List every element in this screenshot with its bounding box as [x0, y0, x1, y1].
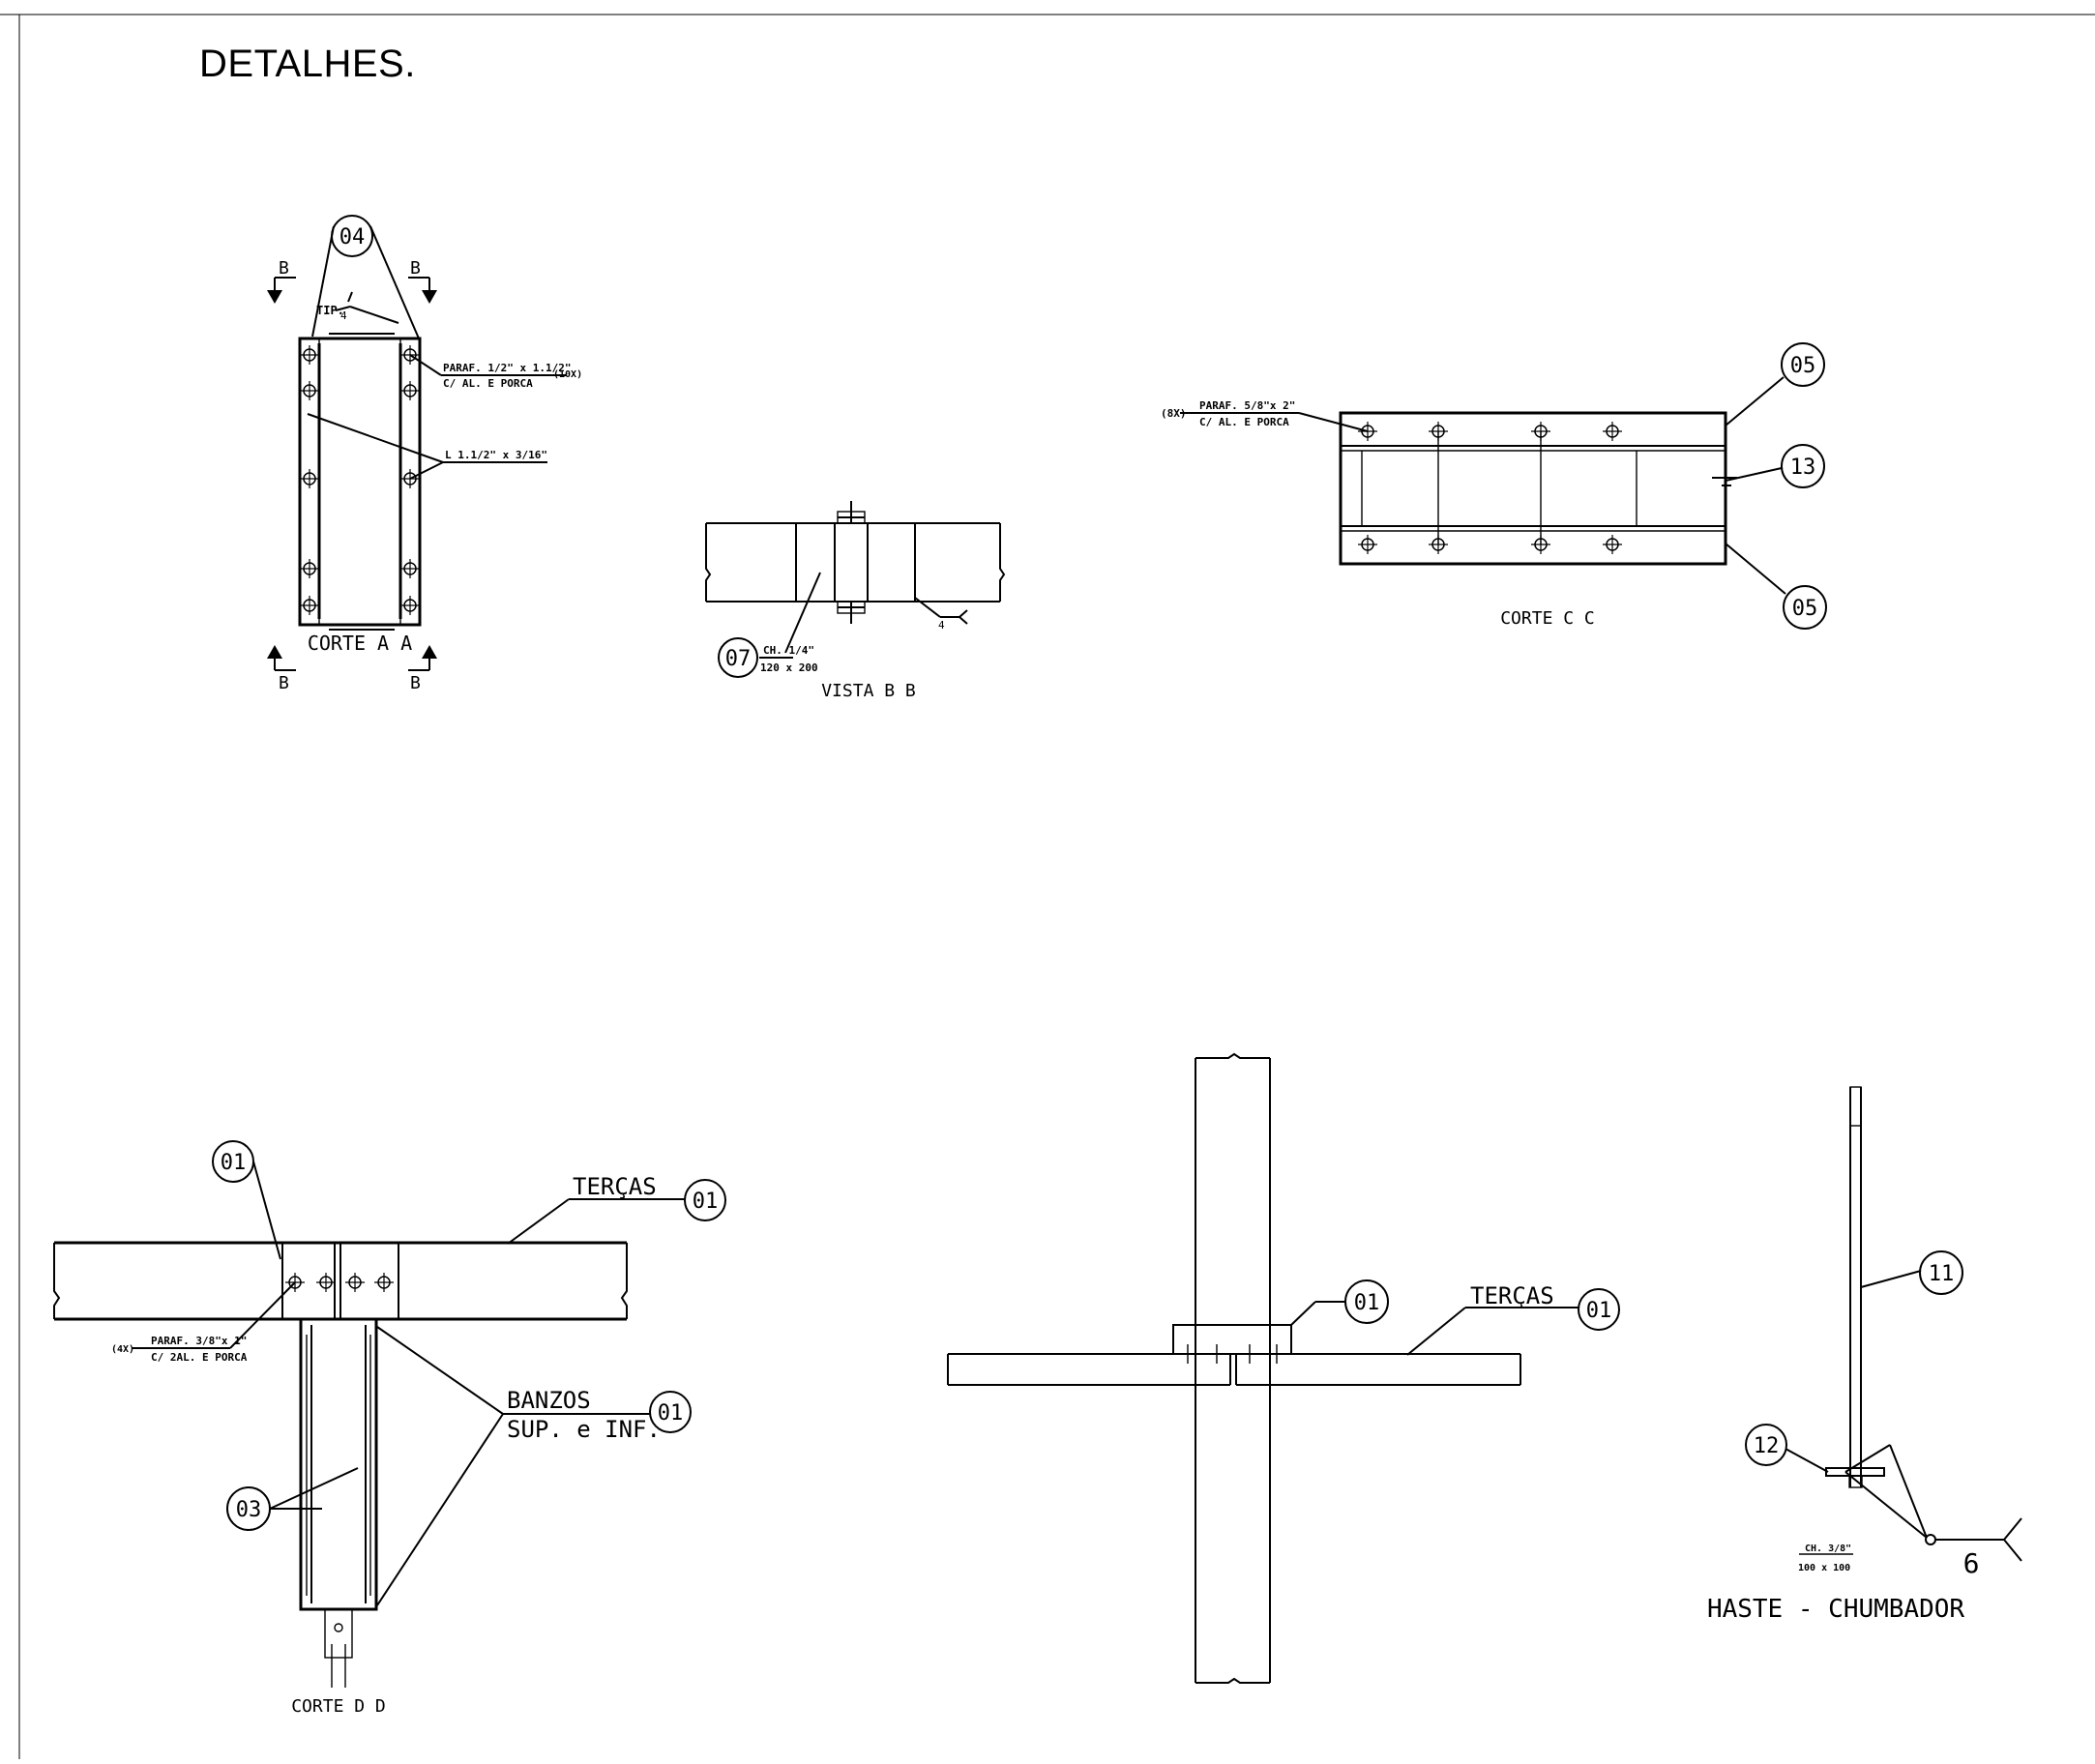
tercas-label: TERÇAS	[573, 1173, 657, 1200]
bolt-spec-line2: C/ 2AL. E PORCA	[151, 1351, 248, 1364]
vista-bb-caption: VISTA B B	[821, 681, 916, 701]
callout-12-label: 12	[1754, 1434, 1780, 1458]
callout-bubble	[1344, 1279, 1389, 1324]
callout-bubble	[1781, 444, 1825, 488]
callout-13-label: 13	[1790, 456, 1816, 480]
beam-section	[1339, 411, 1727, 566]
callout-04-label: 04	[339, 225, 366, 250]
banzos-line2: SUP. e INF.	[507, 1416, 661, 1443]
section-mark-b-top-left: B	[267, 258, 296, 304]
corte-aa-caption: CORTE A A	[308, 632, 412, 655]
bolt-spec-line1: PARAF. 3/8"x 1"	[151, 1335, 247, 1347]
tercas-callout: 01	[1586, 1299, 1612, 1323]
section-letter: B	[410, 258, 421, 279]
section-letter: B	[279, 673, 289, 693]
sheet-title: DETALHES.	[199, 43, 416, 85]
corte-aa-detail: B B B B 04	[267, 215, 582, 693]
haste-caption: HASTE - CHUMBADOR	[1707, 1595, 1964, 1624]
bolt-spec-line2: C/ AL. E PORCA	[1199, 416, 1289, 428]
haste-chumbador-detail: 11 12 6 CH. 3/8" 100 x 100 HASTE - CHUMB…	[1707, 1086, 2022, 1624]
callout-07-label: 07	[725, 647, 752, 671]
callout-bubble	[1578, 1288, 1620, 1331]
bolt-count: (4X)	[111, 1344, 134, 1355]
section-mark-b-bottom-right: B	[408, 645, 437, 693]
vista-bb-detail: 4 07 CH. 1/4" 120 x 200 VISTA B B	[705, 501, 1006, 701]
callout-05-top-label: 05	[1790, 354, 1816, 378]
section-letter: B	[410, 673, 421, 693]
middle-connection-detail: 01 TERÇAS 01	[947, 1052, 1620, 1684]
tercas-label: TERÇAS	[1470, 1282, 1554, 1309]
weld-size: 4	[938, 619, 945, 632]
callout-bubble	[684, 1179, 726, 1221]
plate-spec-line1: CH. 1/4"	[763, 644, 814, 657]
callout-bubble	[1745, 1424, 1787, 1466]
callout-05-bottom-label: 05	[1792, 597, 1818, 621]
section-letter: B	[279, 258, 289, 279]
plate-spec-line1: CH. 3/8"	[1805, 1544, 1851, 1554]
callout-bubble	[649, 1391, 692, 1433]
corte-cc-detail: (8X) PARAF. 5/8"x 2" C/ AL. E PORCA 05 1…	[1161, 342, 1827, 630]
callout-01-label: 01	[1354, 1291, 1380, 1315]
callout-bubble	[1781, 342, 1825, 387]
angle-spec: L 1.1/2" x 3/16"	[445, 449, 547, 461]
callout-bubble	[1783, 585, 1827, 630]
corte-dd-detail: 01 TERÇAS 01 (4X) PARAF. 3/8"x 1" C/ 2AL…	[53, 1140, 726, 1717]
bolt-spec-line1: PARAF. 1/2" x 1.1/2"	[443, 362, 571, 374]
callout-bubble	[718, 637, 758, 678]
weld-size: 4	[340, 309, 347, 322]
callout-01-label: 01	[221, 1151, 247, 1175]
callout-11-label: 11	[1929, 1262, 1955, 1286]
bolt-count: (8X)	[1161, 407, 1187, 420]
section-mark-b-top-right: B	[408, 258, 437, 304]
bolt-count: (10X)	[553, 369, 582, 380]
tercas-callout: 01	[693, 1190, 719, 1214]
corte-dd-caption: CORTE D D	[291, 1696, 386, 1717]
corte-cc-caption: CORTE C C	[1500, 608, 1595, 629]
banzos-line1: BANZOS	[507, 1387, 591, 1414]
callout-03-label: 03	[236, 1498, 262, 1522]
plate-spec-line2: 120 x 200	[760, 662, 818, 674]
weld-size: 6	[1963, 1547, 1980, 1579]
bolt-spec-line2: C/ AL. E PORCA	[443, 377, 533, 390]
section-mark-b-bottom-left: B	[267, 645, 296, 693]
weld-tip-label: TIP.	[316, 304, 344, 317]
plate-spec-line2: 100 x 100	[1798, 1563, 1850, 1573]
bolt-spec-line1: PARAF. 5/8"x 2"	[1199, 399, 1295, 412]
callout-bubble	[1919, 1250, 1963, 1295]
banzos-callout: 01	[658, 1401, 684, 1426]
